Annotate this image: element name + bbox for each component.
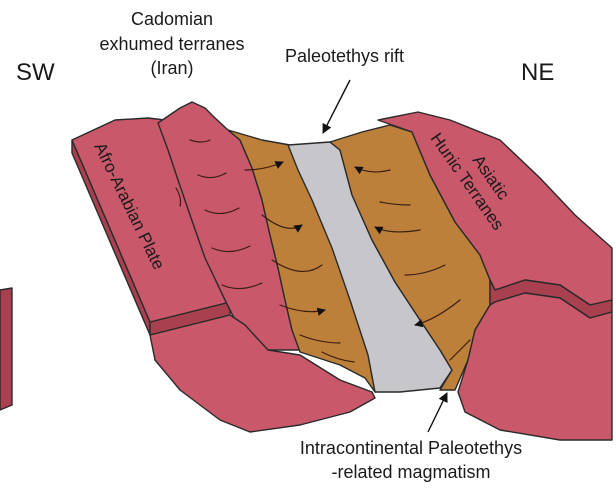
cadomian-label-line1: Cadomian <box>131 9 213 29</box>
magmatism-label-line2: -related magmatism <box>331 462 490 482</box>
cadomian-label-line2: exhumed terranes <box>99 34 244 54</box>
cadomian-label-line3: (Iran) <box>150 58 193 78</box>
magmatism-pointer-arrow <box>428 393 447 432</box>
ne-label: NE <box>521 59 554 86</box>
magmatism-label: Intracontinental Paleotethys -related ma… <box>300 438 522 482</box>
magmatism-label-line1: Intracontinental Paleotethys <box>300 438 522 458</box>
left-edge-sliver <box>0 288 12 410</box>
rift-label: Paleotethys rift <box>285 46 404 66</box>
cadomian-label: Cadomian exhumed terranes (Iran) <box>99 9 244 78</box>
sw-label: SW <box>16 59 55 86</box>
rift-pointer-arrow <box>323 80 350 133</box>
